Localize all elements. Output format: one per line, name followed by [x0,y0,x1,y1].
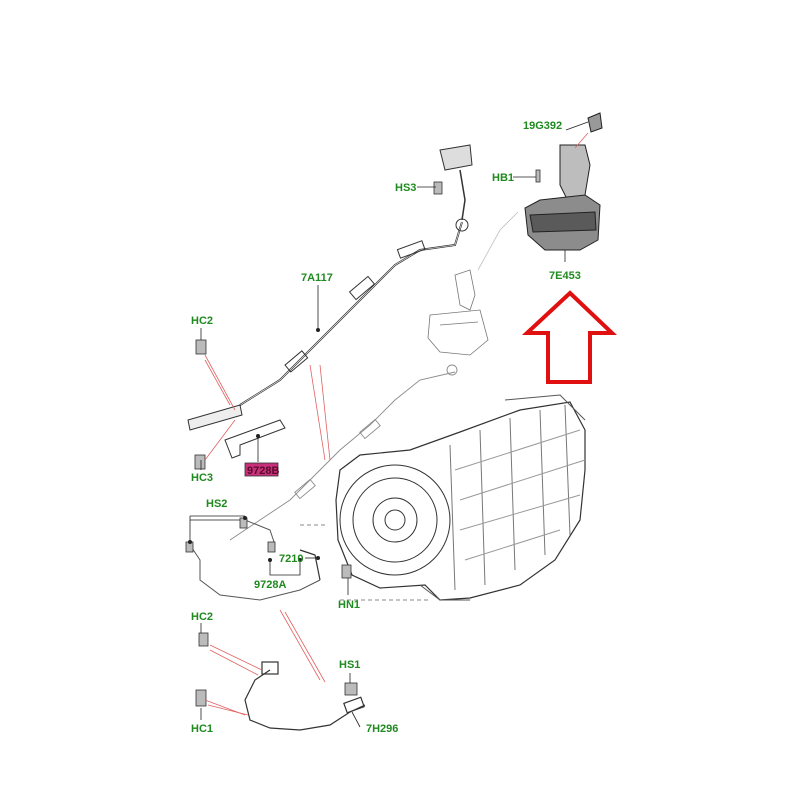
label-7A117: 7A117 [301,272,333,284]
label-HB1: HB1 [492,172,514,184]
label-HC3: HC3 [191,472,213,484]
label-9728A: 9728A [254,579,286,591]
bracket-9728B-illustration [187,404,286,459]
transmission-dashed-outline [300,524,430,601]
label-HC2-top: HC2 [191,315,213,327]
highlight-9728B-box [244,462,279,477]
label-HC2-bottom: HC2 [191,611,213,623]
fasteners-illustration [185,169,541,707]
label-HS2: HS2 [206,498,227,510]
cable-ghost-illustration [229,364,458,541]
leader-dots [188,328,320,562]
label-HC1: HC1 [191,723,213,735]
part-labels: 19G392 HB1 HS3 7E453 7A117 HC2 HC3 9728B… [191,120,581,735]
label-HS3: HS3 [395,182,416,194]
harness-7H296-illustration [244,661,366,731]
transmission-illustration [335,394,586,601]
label-19G392: 19G392 [523,120,562,132]
gear-selector-illustration [524,112,603,251]
label-HS1: HS1 [339,659,360,671]
black-leader-lines [189,121,589,728]
label-7E453: 7E453 [549,270,581,282]
label-7H296: 7H296 [366,723,398,735]
red-leader-lines [204,132,589,716]
shifter-ghost-illustration [427,211,519,356]
label-7210: 7210 [279,553,303,565]
red-outline-up-arrow-icon [521,290,617,384]
shift-cable-illustration [239,144,473,406]
label-HN1: HN1 [338,599,360,611]
label-9728B: 9728B [247,465,279,477]
harness-9728A-illustration [189,519,321,601]
